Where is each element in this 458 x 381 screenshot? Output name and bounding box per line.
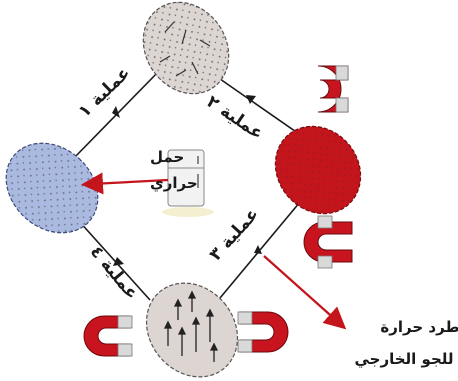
magnet-icon <box>318 66 348 112</box>
label-heat-rejection-line1: طرد حرارة <box>380 318 458 336</box>
sample-bottom <box>128 265 257 381</box>
sample-bottom-body <box>128 265 257 381</box>
label-process4: عملية ٤ <box>86 242 142 304</box>
sample-right <box>258 109 378 231</box>
label-heat-rejection-line2: للجو الخارجي <box>354 350 453 368</box>
sample-top <box>126 0 246 110</box>
sample-left <box>0 125 116 251</box>
label-heat-absorption-line2: حراري <box>150 174 198 193</box>
magnet-icon <box>84 316 132 356</box>
magnet-icon <box>238 312 288 352</box>
label-process1: عملية ١ <box>75 63 135 122</box>
label-heat-absorption-line1: حمل <box>150 148 184 166</box>
label-process2: عملية ٢ <box>203 92 267 144</box>
magnet-icon <box>304 216 352 268</box>
